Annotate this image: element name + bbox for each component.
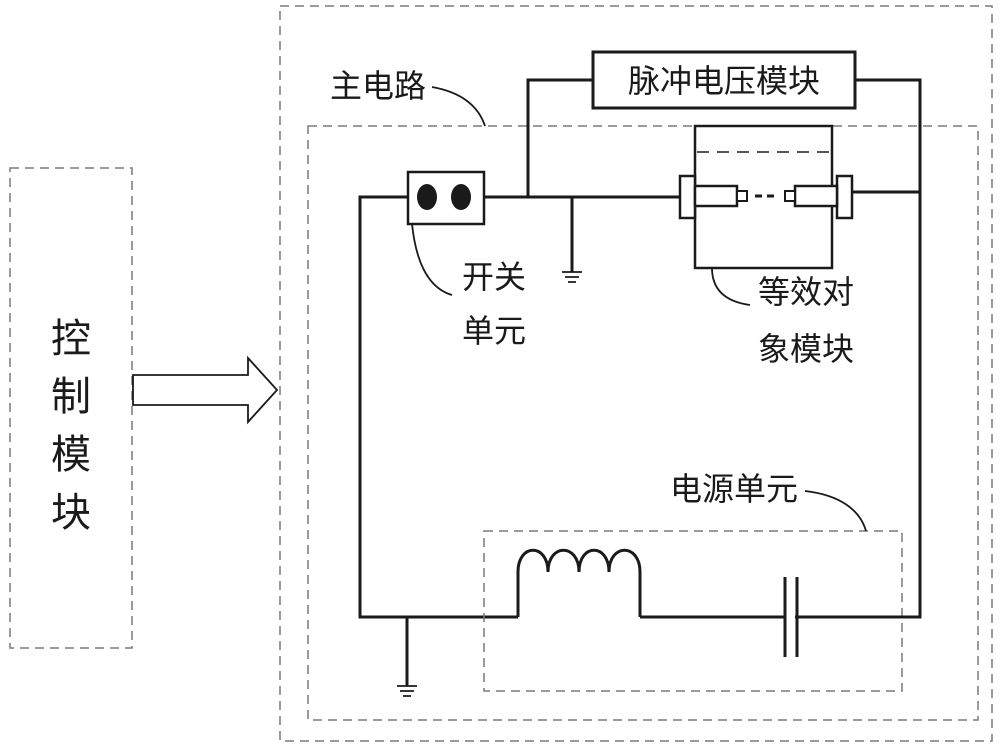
main-circuit-border	[307, 125, 979, 721]
system-outer-border	[279, 5, 993, 742]
power-unit-leader	[804, 490, 867, 532]
control-arrow	[132, 355, 279, 425]
wire-left-loop	[358, 195, 518, 619]
switch-unit-leader	[411, 223, 453, 296]
wire-pulse-left	[526, 78, 593, 197]
switch-contact-left	[417, 184, 437, 210]
capacitor-symbol	[783, 577, 920, 657]
equivalent-object-leader	[711, 267, 751, 306]
main-circuit-label: 主电路	[330, 67, 426, 105]
control-module-border	[9, 167, 133, 649]
switch-contact-right	[451, 184, 471, 210]
electrode-left-tip	[736, 190, 748, 202]
electrode-right-cap	[835, 174, 854, 220]
ground-symbol-bottom	[397, 617, 417, 697]
control-module-label-3: 模	[51, 432, 91, 478]
ground-symbol-top	[562, 197, 582, 283]
main-circuit-leader	[431, 86, 486, 127]
electrode-right-body	[793, 184, 839, 208]
electrode-left-body	[693, 184, 739, 208]
equivalent-object-label-1: 等效对	[758, 273, 854, 311]
electrode-right-tip	[784, 190, 796, 202]
switch-unit-label-2: 单元	[462, 312, 526, 350]
power-unit-label: 电源单元	[670, 470, 798, 508]
pulse-voltage-module-label: 脉冲电压模块	[628, 62, 820, 100]
control-module-label-2: 制	[51, 374, 91, 420]
control-module: 控 制 模 块	[9, 167, 133, 649]
power-unit-border	[483, 530, 903, 692]
inductor-symbol	[516, 548, 642, 617]
pulse-voltage-module: 脉冲电压模块	[591, 50, 857, 110]
equivalent-object-module	[678, 124, 854, 270]
switch-unit	[406, 170, 486, 226]
electrode-left-cap	[678, 174, 697, 220]
equivalent-object-label-2: 象模块	[758, 330, 854, 368]
switch-unit-label-1: 开关	[462, 258, 526, 296]
control-module-label-1: 控	[51, 316, 91, 362]
control-module-label-4: 块	[51, 490, 91, 536]
